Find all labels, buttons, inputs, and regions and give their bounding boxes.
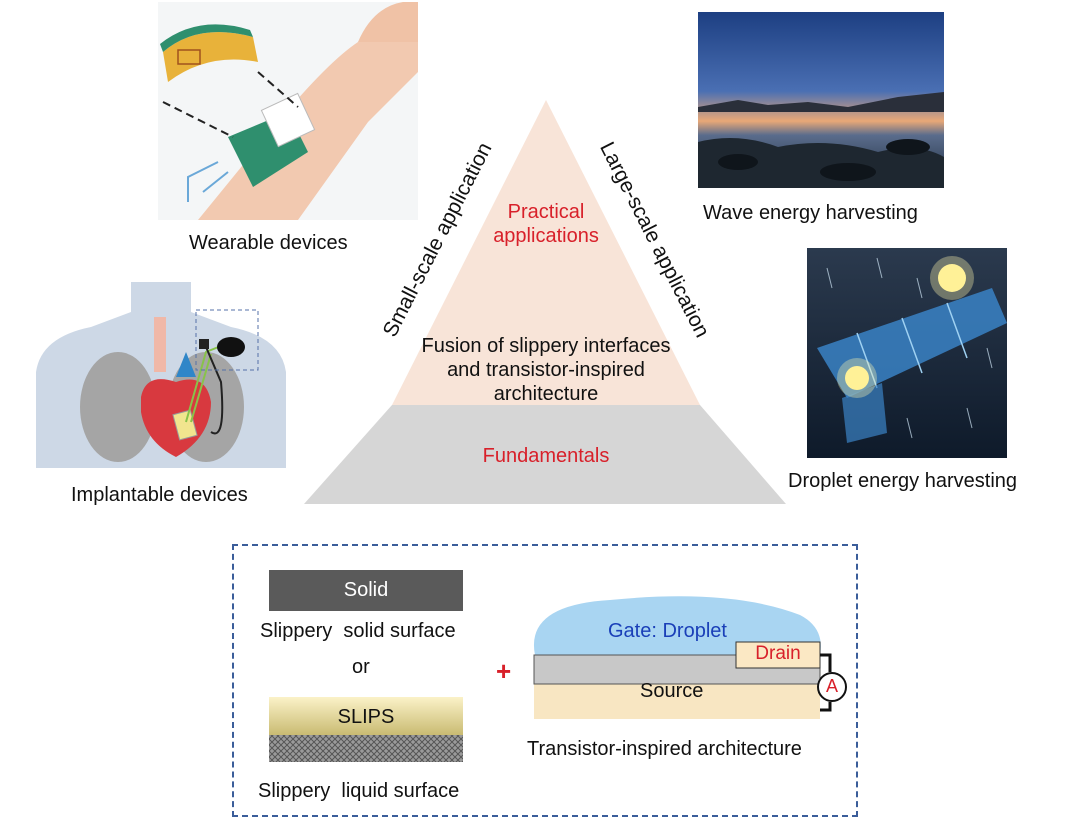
pyramid-middle-label-line1: Fusion of slippery interfaces — [421, 335, 671, 357]
fundamentals-box — [232, 544, 858, 817]
pyramid-top-label-line1: Practical — [507, 201, 585, 223]
pyramid — [304, 100, 786, 504]
slips-block-graphic — [269, 697, 463, 762]
base-layer — [534, 684, 820, 719]
pyramid-base-region — [304, 405, 786, 504]
wave-energy-photo — [698, 12, 944, 188]
plus-sign: + — [496, 656, 512, 686]
droplet-energy-illustration — [807, 248, 1007, 458]
wearable-devices-caption: Wearable devices — [189, 232, 348, 254]
implantable-devices-caption: Implantable devices — [71, 484, 248, 506]
implantable-device-illustration — [36, 282, 286, 468]
drain-block — [735, 641, 821, 669]
ammeter-label: A — [825, 676, 838, 696]
wearable-device-illustration — [158, 2, 418, 220]
pyramid-top-region — [392, 100, 700, 405]
source-label: Source — [640, 680, 704, 702]
pyramid-top-label-line2: applications — [493, 225, 599, 247]
transistor-architecture-graphic — [533, 596, 847, 719]
solid-block: Solid — [269, 570, 463, 611]
slippery-liquid-caption: Slippery liquid surface — [258, 780, 460, 802]
drain-label: Drain — [755, 643, 801, 664]
ammeter-circle — [817, 672, 847, 702]
pyramid-middle-label-line2: and transistor-inspired — [447, 359, 645, 381]
droplet-shape — [533, 596, 821, 655]
or-text: or — [352, 656, 370, 678]
wave-energy-caption: Wave energy harvesting — [703, 202, 918, 224]
pyramid-top-label: Practical applications — [446, 200, 646, 248]
pyramid-middle-label: Fusion of slippery interfaces and transi… — [386, 334, 706, 406]
pyramid-middle-label-line3: architecture — [493, 383, 599, 405]
pyramid-base-label: Fundamentals — [482, 445, 610, 467]
circuit-wire — [820, 653, 832, 712]
slips-label: SLIPS — [337, 706, 395, 728]
transistor-caption: Transistor-inspired architecture — [527, 738, 802, 760]
gate-droplet-label: Gate: Droplet — [608, 620, 727, 642]
slippery-solid-caption: Slippery solid surface — [260, 620, 456, 642]
droplet-energy-caption: Droplet energy harvesting — [788, 470, 1018, 492]
